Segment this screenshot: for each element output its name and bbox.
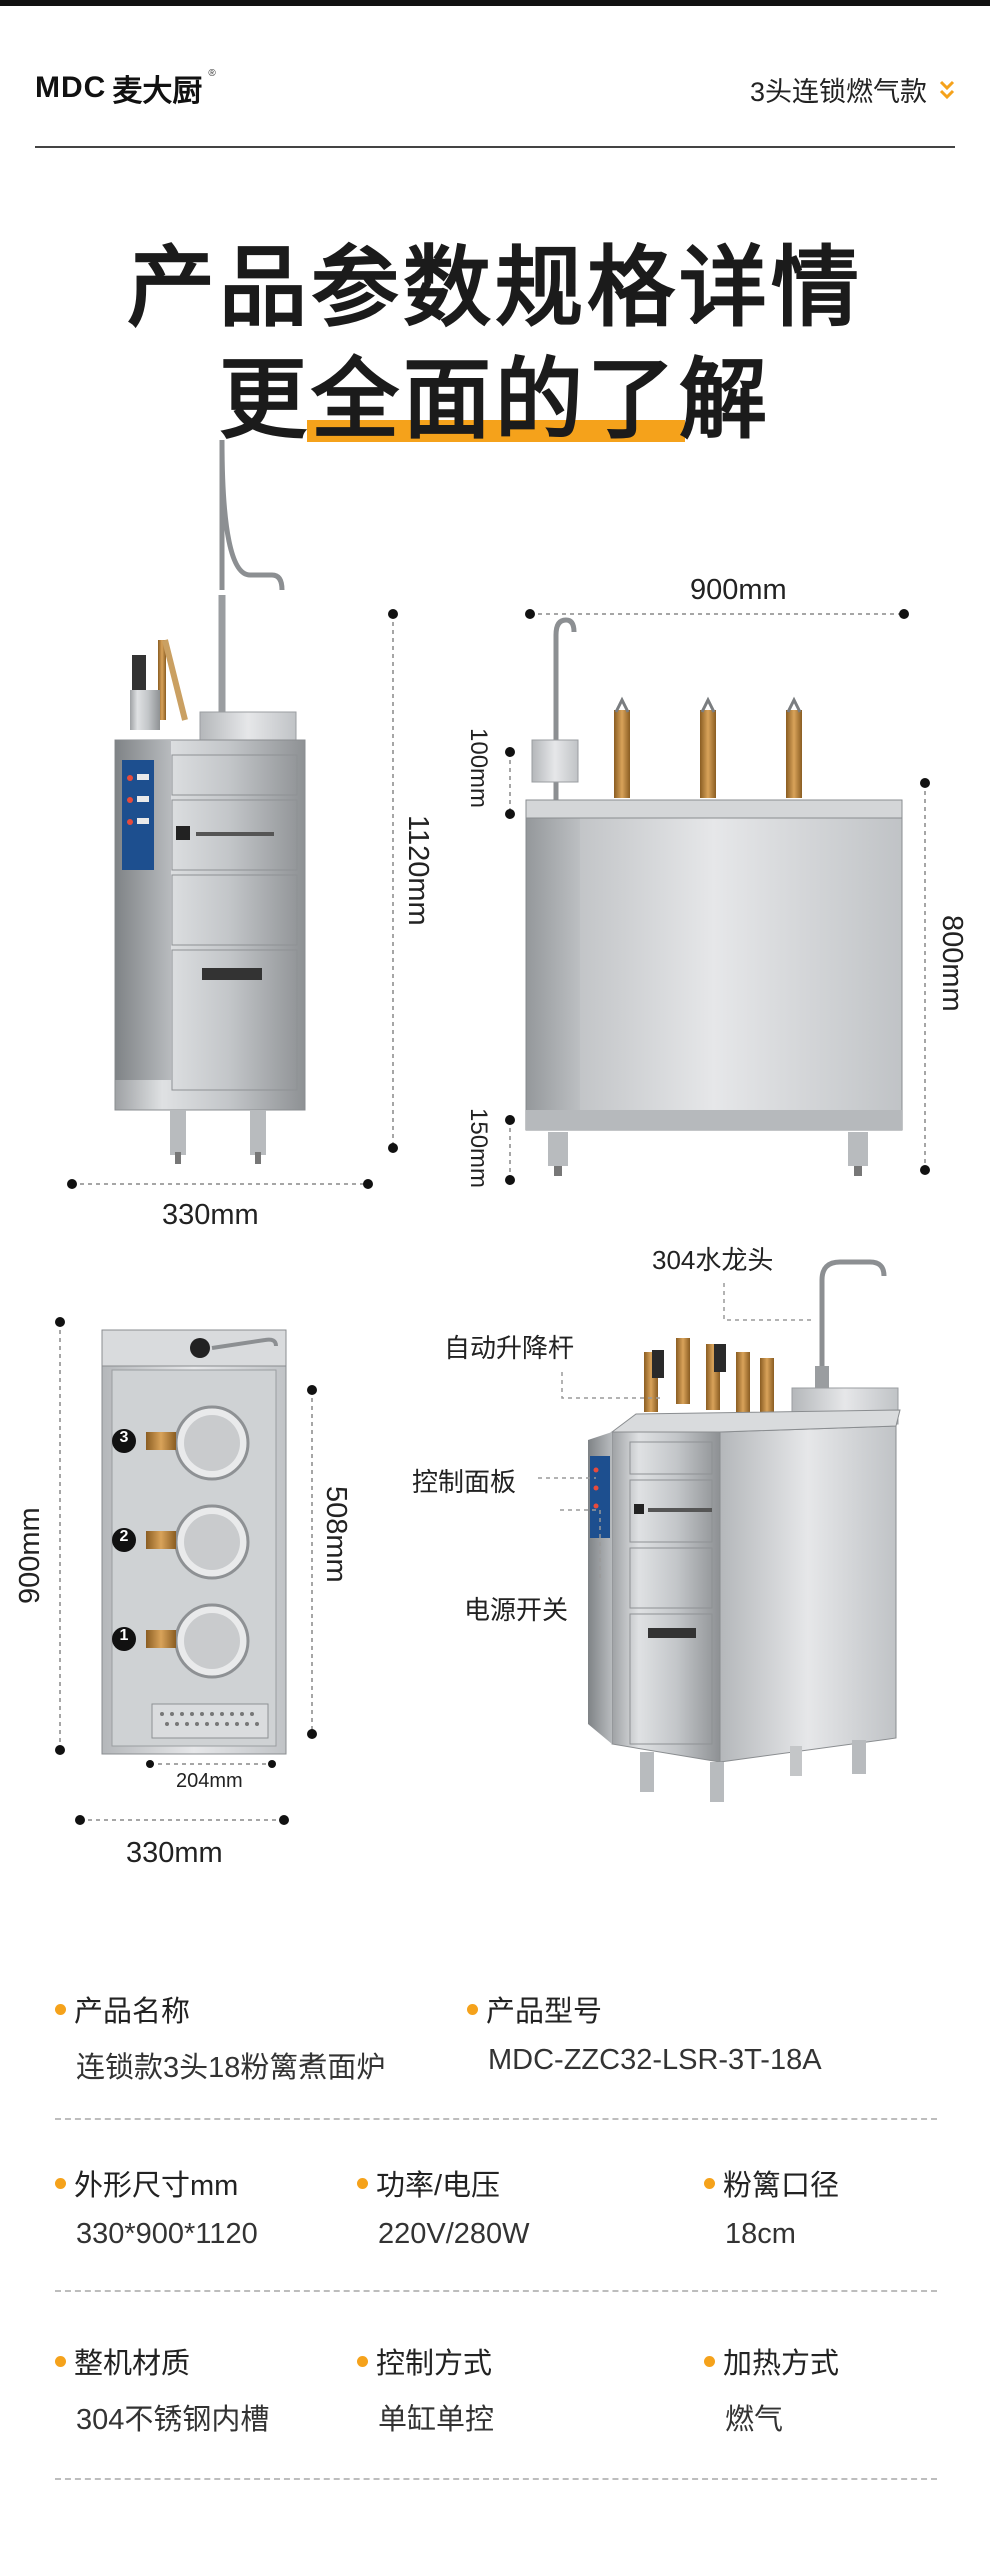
- top-depth-label: 900mm: [14, 1507, 46, 1604]
- spec-divider: [55, 2478, 937, 2480]
- spec-divider: [55, 2290, 937, 2292]
- bullet-dot-icon: [704, 2177, 715, 2189]
- spec-label-model: 产品型号: [467, 1988, 602, 2030]
- brand-logo[interactable]: MDC 麦大厨 ®: [35, 66, 216, 110]
- basket-badge-2: 2: [119, 1528, 129, 1545]
- bullet-dot-icon: [357, 2177, 368, 2189]
- spec-label-power: 功率/电压: [357, 2162, 500, 2204]
- headline-highlight: 全面的了: [306, 350, 686, 449]
- spec-value-heating: 燃气: [725, 2404, 784, 2436]
- spec-value-product-name: 连锁款3头18粉篱煮面炉: [76, 2052, 386, 2084]
- spec-label-size: 外形尺寸mm: [55, 2162, 238, 2204]
- basket-badge-3: 3: [119, 1429, 129, 1446]
- side-top-label: 100mm: [465, 728, 492, 809]
- spec-label-product-name: 产品名称: [55, 1988, 190, 2030]
- registered-mark: ®: [208, 68, 216, 79]
- basket-number-badges: [112, 1429, 136, 1651]
- headline-line-2: 更全面的了解: [0, 356, 990, 444]
- brand-logo-latin: MDC: [35, 71, 107, 104]
- headline-post: 解: [679, 350, 772, 449]
- top-bar: [0, 0, 990, 6]
- bullet-dot-icon: [357, 2355, 368, 2367]
- front-width-label: 330mm: [162, 1199, 259, 1231]
- callout-leaders: [538, 1283, 812, 1580]
- perspective-view-machine: [588, 1259, 901, 1802]
- side-body-label: 800mm: [936, 915, 968, 1012]
- spec-value-basket-diameter: 18cm: [725, 2218, 796, 2250]
- top-view-machine: [101, 1329, 287, 1755]
- spec-value-size: 330*900*1120: [76, 2218, 258, 2250]
- spec-label-control: 控制方式: [357, 2340, 492, 2382]
- top-width-label: 330mm: [126, 1837, 223, 1869]
- model-tag-text: 3头连锁燃气款: [749, 77, 927, 107]
- spec-divider: [55, 2118, 937, 2120]
- callout-control-panel: 控制面板: [412, 1467, 517, 1497]
- double-chevron-down-icon: [939, 80, 955, 99]
- front-height-label: 1120mm: [402, 815, 434, 926]
- brand-logo-cn: 麦大厨: [112, 75, 203, 108]
- spec-label-basket-diameter: 粉篱口径: [704, 2162, 839, 2204]
- side-bottom-label: 150mm: [465, 1108, 492, 1189]
- callout-lift-rod: 自动升降杆: [444, 1333, 575, 1363]
- product-dimension-diagrams: [55, 439, 930, 1825]
- callout-power-switch: 电源开关: [464, 1595, 569, 1625]
- bullet-dot-icon: [467, 2003, 478, 2015]
- spec-label-heating: 加热方式: [704, 2340, 839, 2382]
- callout-faucet: 304水龙头: [652, 1245, 774, 1275]
- top-inner-width-label: 204mm: [176, 1770, 243, 1792]
- header-divider: [35, 146, 955, 148]
- bullet-dot-icon: [55, 2355, 66, 2367]
- side-view-machine: [525, 617, 903, 1176]
- spec-value-power: 220V/280W: [378, 2218, 530, 2250]
- bullet-dot-icon: [704, 2355, 715, 2367]
- basket-badge-1: 1: [119, 1627, 129, 1644]
- top-inner-label: 508mm: [320, 1486, 352, 1583]
- headline-line-1: 产品参数规格详情: [126, 238, 863, 337]
- bullet-dot-icon: [55, 2003, 66, 2015]
- spec-value-model: MDC-ZZC32-LSR-3T-18A: [488, 2044, 822, 2076]
- model-tag: 3头连锁燃气款: [750, 70, 955, 109]
- headline-pre: 更: [218, 350, 311, 449]
- side-width-label: 900mm: [690, 574, 787, 606]
- bullet-dot-icon: [55, 2177, 66, 2189]
- spec-value-control: 单缸单控: [378, 2404, 495, 2436]
- front-view-machine: [114, 439, 306, 1164]
- spec-label-material: 整机材质: [55, 2340, 190, 2382]
- spec-value-material: 304不锈钢内槽: [76, 2404, 270, 2436]
